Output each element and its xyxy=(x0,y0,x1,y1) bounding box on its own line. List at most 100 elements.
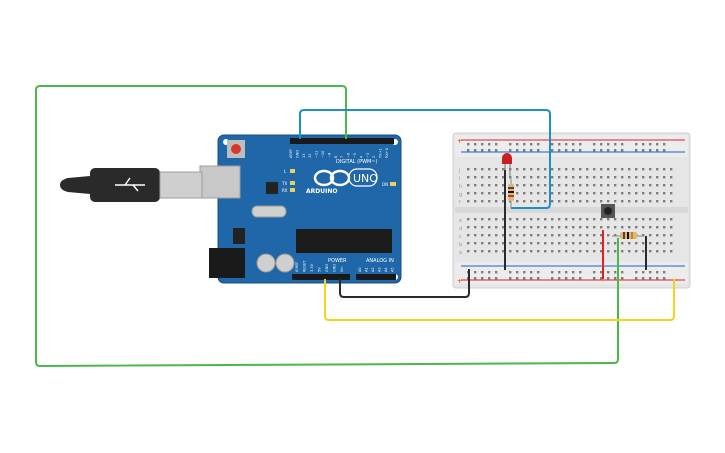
breadboard-hole[interactable] xyxy=(537,168,540,171)
breadboard-hole[interactable] xyxy=(642,250,645,253)
breadboard-hole[interactable] xyxy=(488,277,491,280)
breadboard-hole[interactable] xyxy=(530,277,533,280)
breadboard-hole[interactable] xyxy=(558,200,561,203)
arduino-uno-board[interactable]: ARDUINO UNO L TX RX ON DIGITAL (PWM~) AR… xyxy=(199,134,402,284)
breadboard-hole[interactable] xyxy=(509,226,512,229)
breadboard-hole[interactable] xyxy=(530,168,533,171)
breadboard-hole[interactable] xyxy=(656,176,659,179)
breadboard-hole[interactable] xyxy=(544,226,547,229)
breadboard-hole[interactable] xyxy=(551,149,554,152)
breadboard-hole[interactable] xyxy=(558,176,561,179)
breadboard-hole[interactable] xyxy=(565,242,568,245)
breadboard-hole[interactable] xyxy=(474,218,477,221)
breadboard-hole[interactable] xyxy=(558,226,561,229)
breadboard-hole[interactable] xyxy=(537,218,540,221)
breadboard-hole[interactable] xyxy=(670,176,673,179)
breadboard-hole[interactable] xyxy=(565,271,568,274)
breadboard-hole[interactable] xyxy=(600,242,603,245)
breadboard-hole[interactable] xyxy=(593,200,596,203)
breadboard-hole[interactable] xyxy=(621,226,624,229)
breadboard-hole[interactable] xyxy=(600,277,603,280)
breadboard-hole[interactable] xyxy=(523,184,526,187)
breadboard-hole[interactable] xyxy=(537,184,540,187)
breadboard-hole[interactable] xyxy=(593,277,596,280)
breadboard-hole[interactable] xyxy=(544,200,547,203)
breadboard-hole[interactable] xyxy=(516,218,519,221)
breadboard-hole[interactable] xyxy=(481,242,484,245)
breadboard-hole[interactable] xyxy=(474,242,477,245)
breadboard-hole[interactable] xyxy=(544,242,547,245)
breadboard-hole[interactable] xyxy=(635,143,638,146)
breadboard-hole[interactable] xyxy=(474,200,477,203)
breadboard-hole[interactable] xyxy=(572,200,575,203)
breadboard-hole[interactable] xyxy=(593,168,596,171)
breadboard-hole[interactable] xyxy=(523,271,526,274)
breadboard-hole[interactable] xyxy=(467,176,470,179)
breadboard-hole[interactable] xyxy=(579,143,582,146)
breadboard-hole[interactable] xyxy=(516,184,519,187)
breadboard-hole[interactable] xyxy=(467,234,470,237)
breadboard-hole[interactable] xyxy=(495,226,498,229)
breadboard-hole[interactable] xyxy=(502,218,505,221)
breadboard-hole[interactable] xyxy=(481,277,484,280)
breadboard-hole[interactable] xyxy=(656,218,659,221)
breadboard-hole[interactable] xyxy=(579,168,582,171)
breadboard-hole[interactable] xyxy=(530,218,533,221)
breadboard-hole[interactable] xyxy=(663,277,666,280)
breadboard-hole[interactable] xyxy=(586,242,589,245)
breadboard-hole[interactable] xyxy=(621,184,624,187)
resistor-button[interactable] xyxy=(612,232,644,239)
breadboard-hole[interactable] xyxy=(488,242,491,245)
breadboard-hole[interactable] xyxy=(586,184,589,187)
breadboard-hole[interactable] xyxy=(656,184,659,187)
breadboard-hole[interactable] xyxy=(565,226,568,229)
breadboard-hole[interactable] xyxy=(614,271,617,274)
breadboard-hole[interactable] xyxy=(488,271,491,274)
breadboard-hole[interactable] xyxy=(649,226,652,229)
breadboard-hole[interactable] xyxy=(495,192,498,195)
breadboard-hole[interactable] xyxy=(656,234,659,237)
breadboard-hole[interactable] xyxy=(523,192,526,195)
breadboard-hole[interactable] xyxy=(607,226,610,229)
breadboard-hole[interactable] xyxy=(614,184,617,187)
breadboard-hole[interactable] xyxy=(656,250,659,253)
breadboard-hole[interactable] xyxy=(565,218,568,221)
breadboard-hole[interactable] xyxy=(607,200,610,203)
breadboard-hole[interactable] xyxy=(663,200,666,203)
breadboard-hole[interactable] xyxy=(488,149,491,152)
breadboard-hole[interactable] xyxy=(537,234,540,237)
breadboard-hole[interactable] xyxy=(509,277,512,280)
breadboard-hole[interactable] xyxy=(642,277,645,280)
breadboard-hole[interactable] xyxy=(481,250,484,253)
breadboard-hole[interactable] xyxy=(649,149,652,152)
breadboard-hole[interactable] xyxy=(530,234,533,237)
breadboard-hole[interactable] xyxy=(530,271,533,274)
breadboard-hole[interactable] xyxy=(537,192,540,195)
breadboard-hole[interactable] xyxy=(474,176,477,179)
breadboard-hole[interactable] xyxy=(481,226,484,229)
breadboard-hole[interactable] xyxy=(642,200,645,203)
breadboard-hole[interactable] xyxy=(607,271,610,274)
breadboard-hole[interactable] xyxy=(635,200,638,203)
breadboard-hole[interactable] xyxy=(467,192,470,195)
breadboard-hole[interactable] xyxy=(614,176,617,179)
breadboard-hole[interactable] xyxy=(474,277,477,280)
pushbutton[interactable] xyxy=(601,204,615,218)
breadboard-hole[interactable] xyxy=(481,234,484,237)
breadboard-hole[interactable] xyxy=(642,271,645,274)
breadboard-hole[interactable] xyxy=(656,277,659,280)
breadboard-hole[interactable] xyxy=(502,234,505,237)
breadboard-hole[interactable] xyxy=(607,242,610,245)
breadboard-hole[interactable] xyxy=(537,250,540,253)
breadboard-hole[interactable] xyxy=(607,149,610,152)
analog-header[interactable] xyxy=(356,274,396,280)
breadboard-hole[interactable] xyxy=(614,192,617,195)
breadboard-hole[interactable] xyxy=(481,143,484,146)
breadboard-hole[interactable] xyxy=(565,277,568,280)
breadboard-hole[interactable] xyxy=(544,192,547,195)
breadboard-hole[interactable] xyxy=(579,149,582,152)
breadboard-hole[interactable] xyxy=(530,200,533,203)
breadboard-hole[interactable] xyxy=(558,168,561,171)
breadboard-hole[interactable] xyxy=(523,200,526,203)
breadboard-hole[interactable] xyxy=(530,184,533,187)
